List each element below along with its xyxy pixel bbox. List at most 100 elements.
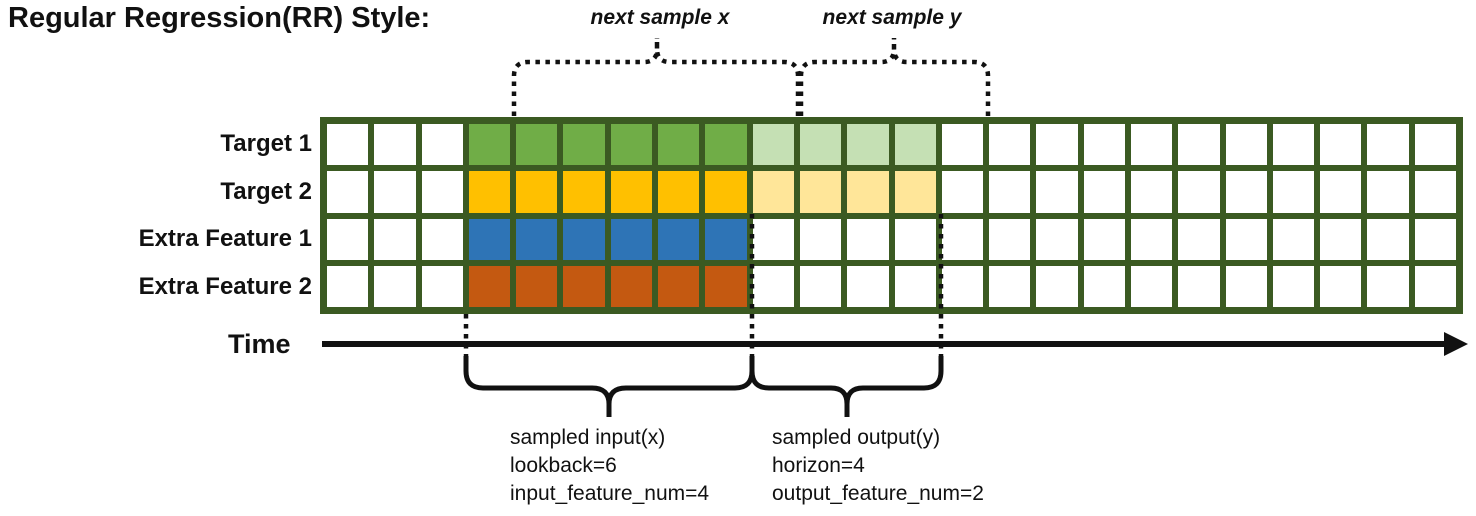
grid-cell — [421, 218, 463, 260]
grid-cell — [752, 171, 794, 213]
grid-cell — [847, 171, 889, 213]
grid-cell — [610, 265, 653, 307]
grid-cell — [1272, 124, 1315, 166]
grid-cell — [752, 218, 794, 260]
grid-cell — [847, 265, 889, 307]
grid-cell — [327, 218, 369, 260]
grid-cell — [1320, 265, 1362, 307]
grid-cell — [1130, 124, 1173, 166]
next-sample-y-label: next sample y — [822, 6, 962, 29]
grid-cell — [421, 124, 463, 166]
grid-cell — [1036, 218, 1078, 260]
grid-cell — [1130, 218, 1173, 260]
grid-cell — [327, 171, 369, 213]
grid-cell — [516, 171, 558, 213]
lookback-value: lookback=6 — [510, 454, 617, 477]
grid-cell — [1367, 124, 1409, 166]
sampled-output-title: sampled output(y) — [772, 426, 941, 449]
grid-cell — [468, 265, 511, 307]
grid-cell — [1414, 218, 1456, 260]
grid-cell — [894, 265, 936, 307]
grid-cell — [1320, 171, 1362, 213]
grid-cell — [705, 265, 747, 307]
grid-cell — [1036, 265, 1078, 307]
grid-cell — [468, 171, 511, 213]
grid-cell — [658, 218, 700, 260]
grid-cell — [563, 171, 605, 213]
grid-cell — [1178, 218, 1220, 260]
grid-cell — [752, 124, 794, 166]
grid-cell — [1225, 171, 1267, 213]
grid-cell — [610, 124, 653, 166]
grid-cell — [1367, 265, 1409, 307]
grid-cell — [1178, 124, 1220, 166]
grid-cell — [658, 171, 700, 213]
grid-cell — [1367, 218, 1409, 260]
grid-cell — [421, 171, 463, 213]
grid-cell — [1272, 265, 1315, 307]
grid-cell — [374, 218, 416, 260]
time-axis-arrowhead — [1444, 332, 1468, 356]
next-sample-y-brace — [798, 38, 991, 116]
output-feature-num-value: output_feature_num=2 — [772, 482, 984, 505]
grid-cell — [516, 265, 558, 307]
grid-cell — [847, 218, 889, 260]
grid-cell — [374, 124, 416, 166]
grid-cell — [1178, 265, 1220, 307]
grid-cell — [327, 265, 369, 307]
grid-cell — [799, 171, 842, 213]
time-axis-label: Time — [228, 329, 291, 359]
grid-cell — [1036, 124, 1078, 166]
grid-cell — [1130, 171, 1173, 213]
grid-cell — [1414, 171, 1456, 213]
grid-cell — [468, 124, 511, 166]
row-label-target-1: Target 1 — [220, 130, 312, 157]
grid-cell — [989, 171, 1031, 213]
grid-cell — [799, 265, 842, 307]
grid-cell — [705, 218, 747, 260]
next-sample-x-brace — [511, 38, 801, 116]
row-label-extra-feature-1: Extra Feature 1 — [138, 225, 312, 253]
sampled-input-annotation: sampled input(x) lookback=6 input_featur… — [510, 424, 709, 508]
grid-cell — [941, 124, 984, 166]
grid-cell — [610, 171, 653, 213]
grid-cell — [1225, 124, 1267, 166]
grid-cell — [563, 218, 605, 260]
grid-cell — [658, 124, 700, 166]
grid-cell — [610, 218, 653, 260]
grid-cell — [799, 124, 842, 166]
grid-cell — [421, 265, 463, 307]
grid-cell — [799, 218, 842, 260]
row-label-target-2: Target 2 — [220, 177, 312, 205]
grid-cell — [752, 265, 794, 307]
grid-cell — [989, 218, 1031, 260]
grid-cell — [1083, 265, 1125, 307]
grid-cell — [941, 171, 984, 213]
grid-cell — [1083, 124, 1125, 166]
input-feature-num-value: input_feature_num=4 — [510, 482, 710, 505]
sampled-output-brace — [749, 356, 944, 417]
grid-cell — [374, 265, 416, 307]
row-label-extra-feature-2: Extra Feature 2 — [138, 273, 312, 301]
grid-cell — [658, 265, 700, 307]
grid-cell — [989, 265, 1031, 307]
grid-cell — [563, 124, 605, 166]
horizon-value: horizon=4 — [772, 454, 865, 477]
grid-cell — [941, 218, 984, 260]
grid-cell — [516, 124, 558, 166]
grid-cell — [1414, 124, 1456, 166]
grid-cell — [1178, 171, 1220, 213]
grid-cell — [516, 218, 558, 260]
diagram-title: Regular Regression(RR) Style: — [8, 2, 431, 34]
grid-cell — [1130, 265, 1173, 307]
grid-cell — [989, 124, 1031, 166]
grid-cell — [1272, 171, 1315, 213]
grid-cell — [1225, 265, 1267, 307]
grid-cell — [847, 124, 889, 166]
grid-cell — [1272, 218, 1315, 260]
row-labels: Target 1 Target 2 Extra Feature 1 Extra … — [0, 120, 312, 312]
sampled-input-brace — [463, 356, 755, 417]
grid-cell — [894, 171, 936, 213]
grid-cell — [1367, 171, 1409, 213]
